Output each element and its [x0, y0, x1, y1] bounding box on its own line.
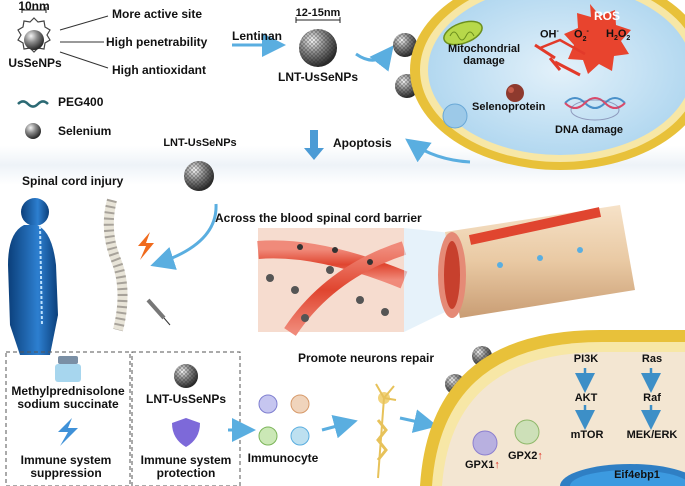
label-dna-damage: DNA damage — [555, 124, 624, 136]
label-selenium: Selenium — [58, 124, 112, 138]
nucleus — [560, 464, 685, 486]
shield-icon — [172, 418, 200, 447]
label-lnt-top: LNT-UsSeNPs — [277, 70, 359, 84]
label-spinal-cord-injury: Spinal cord injury — [22, 174, 124, 188]
delivery-arrow — [355, 45, 394, 72]
label-raf: Raf — [643, 392, 661, 404]
dna-helix — [564, 97, 626, 121]
apoptosis-arrow — [304, 130, 471, 164]
label-eif4ebp1: Eif4ebp1 — [614, 469, 660, 481]
usse-particle — [17, 7, 51, 53]
mitochondrion — [443, 20, 483, 46]
label-peg: PEG400 — [58, 95, 104, 109]
curved-arrow-mid — [150, 203, 218, 270]
human-body — [8, 198, 58, 355]
label-mtor: mTOR — [570, 429, 604, 441]
lnt-particle-mid — [184, 161, 214, 191]
label-o2: O2- — [574, 28, 589, 43]
lightning-icon — [138, 232, 154, 260]
label-usse: UsSeNPs — [8, 56, 62, 70]
label-ras: Ras — [641, 353, 663, 365]
label-more-active-site: More active site — [112, 7, 203, 21]
label-lnt-bottom: LNT-UsSeNPs — [145, 392, 227, 406]
label-lnt-mid: LNT-UsSeNPs — [163, 137, 237, 149]
lightning-bottom — [58, 418, 78, 446]
label-selenoprotein: Selenoprotein — [472, 101, 546, 113]
vessel-tube — [438, 205, 635, 318]
label-high-antioxidant: High antioxidant — [112, 63, 206, 77]
drug-bottle — [55, 356, 81, 382]
immune-cells — [258, 394, 310, 446]
label-immune-protection: Immune system protection — [140, 453, 232, 481]
neuron — [375, 383, 397, 479]
pathway-arrows — [575, 368, 661, 430]
syringe-icon — [146, 298, 171, 326]
label-apoptosis: Apoptosis — [333, 136, 392, 150]
label-h2o2: H2O2 — [606, 28, 631, 43]
label-pi3k: PI3K — [573, 353, 599, 365]
label-akt: AKT — [574, 392, 598, 404]
label-barrier: Across the blood spinal cord barrier — [215, 211, 422, 225]
peg-icon — [17, 100, 49, 108]
property-lines — [59, 15, 109, 69]
top-cell — [410, 0, 685, 170]
selenium-icon — [25, 123, 41, 139]
spine — [103, 198, 128, 332]
label-mito: Mitochondrial damage — [447, 43, 521, 68]
dashed-box-left — [5, 351, 131, 486]
label-immune-suppression: Immune system suppression — [20, 453, 112, 481]
lnt-particle-bottom — [174, 364, 198, 388]
selenoprotein-blob — [506, 84, 524, 102]
label-oh: OH- — [540, 28, 559, 41]
label-methylprednisolone: Methylprednisolone sodium succinate — [11, 384, 125, 412]
gpx-proteins — [472, 419, 540, 456]
label-gpx2: GPX2↑ — [508, 450, 543, 462]
label-gpx1: GPX1↑ — [465, 459, 500, 471]
label-neurons-repair: Promote neurons repair — [298, 351, 435, 365]
label-size-range: 12-15nm — [295, 7, 341, 19]
repair-arrows — [321, 409, 438, 439]
ros-burst — [534, 4, 631, 74]
label-high-penetrability: High penetrability — [106, 35, 208, 49]
label-mek-erk: MEK/ERK — [626, 429, 678, 441]
label-immunocyte: Immunocyte — [247, 451, 319, 465]
label-lentinan: Lentinan — [232, 29, 282, 43]
lnt-particle — [295, 17, 341, 67]
label-ros: ROS — [593, 9, 621, 23]
barrier-panel — [257, 228, 408, 336]
label-10nm: 10nm — [18, 0, 50, 13]
inhibit-line — [554, 60, 581, 77]
